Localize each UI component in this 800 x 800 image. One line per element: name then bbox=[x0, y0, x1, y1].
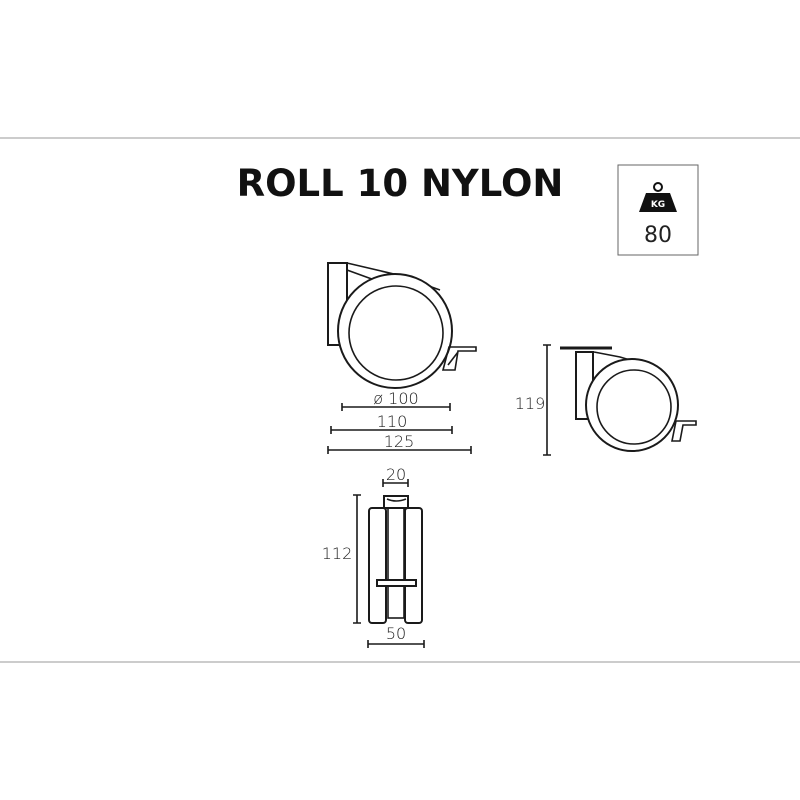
dim-diameter-100: ø 100 bbox=[373, 389, 418, 408]
side-view bbox=[327, 262, 477, 389]
dimension-lines-side bbox=[327, 403, 472, 454]
dim-119: 119 bbox=[515, 394, 546, 413]
swivel-view bbox=[543, 344, 697, 456]
dim-50: 50 bbox=[386, 624, 406, 643]
dim-20: 20 bbox=[386, 465, 406, 484]
load-value: 80 bbox=[644, 223, 672, 248]
weight-icon bbox=[639, 182, 677, 212]
dim-112: 112 bbox=[322, 544, 353, 563]
product-title: ROLL 10 NYLON bbox=[237, 162, 564, 205]
dim-110: 110 bbox=[377, 412, 408, 431]
dim-125: 125 bbox=[384, 432, 415, 451]
kg-label: KG bbox=[651, 200, 665, 210]
load-badge: KG 80 bbox=[617, 164, 699, 256]
front-view bbox=[353, 479, 425, 648]
